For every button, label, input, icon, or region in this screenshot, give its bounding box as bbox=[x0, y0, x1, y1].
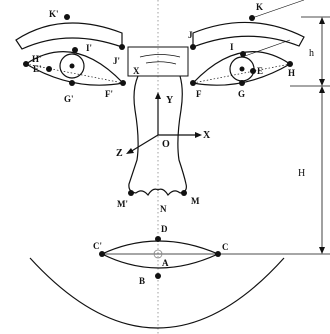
left-eye-dotted-line bbox=[25, 63, 124, 84]
point-M bbox=[181, 190, 187, 196]
label-F: F bbox=[196, 89, 202, 99]
point-C-prime bbox=[99, 251, 105, 257]
y-axis-arrow bbox=[155, 92, 161, 99]
label-Y-axis: Y bbox=[166, 95, 174, 106]
label-B: B bbox=[139, 276, 145, 286]
point-G-prime bbox=[69, 80, 75, 86]
label-I-prime: I' bbox=[86, 43, 92, 53]
point-K bbox=[249, 15, 255, 21]
point-E-prime bbox=[46, 66, 52, 72]
label-H-prime: H' bbox=[32, 54, 42, 64]
label-G: G bbox=[238, 89, 245, 99]
label-G-prime: G' bbox=[64, 94, 74, 104]
label-E-prime: E' bbox=[33, 64, 42, 74]
label-K: K bbox=[256, 2, 263, 12]
z-axis bbox=[129, 134, 159, 153]
point-C bbox=[215, 251, 221, 257]
point-B bbox=[155, 273, 161, 279]
nose-right-side bbox=[177, 75, 187, 194]
label-N: N bbox=[160, 204, 167, 214]
label-h-dimension: h bbox=[309, 48, 314, 59]
dim-h-arrow-top bbox=[319, 17, 325, 24]
left-iris bbox=[59, 53, 85, 79]
point-H-prime bbox=[23, 61, 29, 67]
label-K-prime: K' bbox=[49, 9, 59, 19]
lower-lip bbox=[101, 253, 219, 269]
label-X-left: X bbox=[133, 66, 140, 76]
point-J bbox=[190, 44, 196, 50]
point-M-prime bbox=[128, 190, 134, 196]
label-Z-axis: Z bbox=[116, 148, 123, 159]
z-axis-arrow bbox=[126, 148, 134, 154]
right-eye-guide-line bbox=[241, 39, 291, 58]
label-C-prime: C' bbox=[93, 241, 102, 251]
point-K-prime bbox=[64, 14, 70, 20]
glabella-box bbox=[127, 46, 189, 77]
upper-lip bbox=[101, 240, 219, 255]
label-C: C bbox=[222, 242, 229, 252]
label-H-dimension: H bbox=[298, 168, 305, 179]
nostrils bbox=[135, 188, 181, 197]
point-H bbox=[287, 61, 293, 67]
x-axis-arrow bbox=[195, 132, 202, 138]
right-eye-dotted-line bbox=[192, 63, 291, 84]
dim-H-arrow-top bbox=[319, 86, 325, 93]
label-D: D bbox=[161, 224, 168, 234]
left-eyebrow bbox=[15, 22, 123, 50]
label-M: M bbox=[191, 196, 200, 206]
nose-left-side bbox=[128, 75, 139, 194]
point-I-prime bbox=[72, 47, 78, 53]
right-pupil bbox=[239, 66, 245, 72]
right-brow-guide-line bbox=[251, 0, 305, 19]
label-H: H bbox=[288, 68, 295, 78]
label-A: A bbox=[162, 258, 169, 268]
point-E bbox=[250, 68, 256, 74]
label-F-prime: F' bbox=[105, 89, 113, 99]
wrinkle-1 bbox=[139, 54, 181, 58]
label-M-prime: M' bbox=[117, 199, 128, 209]
point-F bbox=[190, 80, 196, 86]
point-D bbox=[155, 236, 161, 242]
label-J: J bbox=[188, 30, 193, 40]
label-X-axis: X bbox=[203, 130, 211, 141]
point-I bbox=[240, 51, 246, 57]
mouth-center-marker bbox=[153, 249, 163, 259]
label-O: O bbox=[162, 139, 170, 150]
left-pupil bbox=[69, 63, 75, 69]
feature-points bbox=[23, 14, 293, 279]
label-J-prime: J' bbox=[113, 56, 120, 66]
label-I: I bbox=[230, 42, 234, 52]
dim-H-arrow-bottom bbox=[319, 247, 325, 254]
point-F-prime bbox=[120, 80, 126, 86]
jaw-arc bbox=[29, 257, 285, 329]
point-J-prime bbox=[119, 44, 125, 50]
label-E: E bbox=[257, 66, 263, 76]
right-eyebrow bbox=[192, 21, 305, 48]
dim-h-arrow-bottom bbox=[319, 79, 325, 86]
point-G bbox=[239, 80, 245, 86]
wrinkle-2 bbox=[145, 61, 177, 65]
